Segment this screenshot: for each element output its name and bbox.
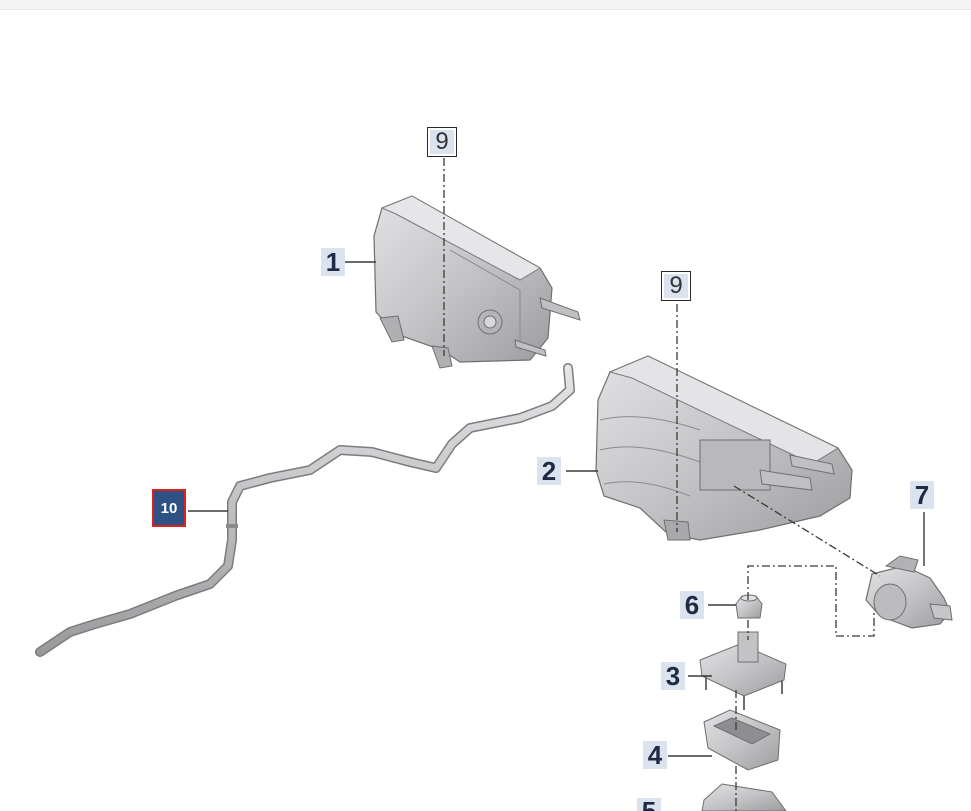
part-5-bracket[interactable] — [701, 783, 787, 811]
part-10-hose[interactable] — [35, 363, 575, 657]
callout-3[interactable]: 3 — [661, 662, 685, 690]
top-bar — [0, 0, 971, 10]
callout-2[interactable]: 2 — [537, 457, 561, 485]
callout-9-upper[interactable]: 9 — [427, 127, 457, 157]
callout-5[interactable]: 5 — [637, 798, 661, 811]
callout-7[interactable]: 7 — [910, 481, 934, 509]
part-4-tray[interactable] — [703, 709, 781, 771]
assembly-lines — [443, 158, 881, 811]
part-6-cap[interactable] — [735, 594, 763, 619]
callout-1[interactable]: 1 — [321, 248, 345, 276]
part-3-bracket[interactable] — [699, 631, 787, 710]
callout-6[interactable]: 6 — [680, 591, 704, 619]
part-7-valve[interactable] — [865, 555, 953, 629]
leader-lines — [188, 261, 925, 757]
part-1-canister[interactable] — [373, 195, 581, 369]
callout-9-lower[interactable]: 9 — [661, 271, 691, 301]
part-2-canister[interactable] — [595, 355, 853, 541]
callout-10-selected[interactable]: 10 — [152, 489, 186, 527]
callout-4[interactable]: 4 — [643, 741, 667, 769]
